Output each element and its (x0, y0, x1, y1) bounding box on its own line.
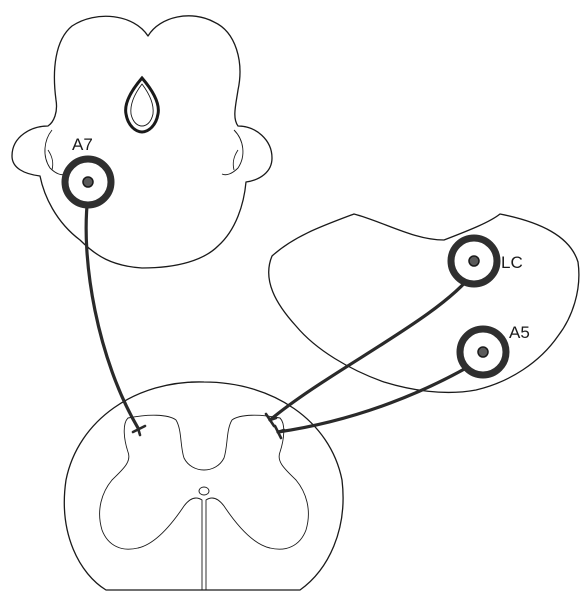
brainstem-outline (269, 214, 579, 392)
spinal-cord-outline (64, 382, 343, 590)
a5-core (478, 347, 488, 357)
lc-core (469, 256, 479, 266)
a7-core (83, 177, 93, 187)
central-canal (199, 487, 209, 495)
spinal-cord-section (64, 382, 343, 590)
pons-section (12, 16, 272, 268)
a5-label: A5 (509, 323, 530, 342)
pons-outline (12, 16, 272, 268)
a7-label: A7 (72, 135, 93, 154)
brainstem-section (269, 214, 579, 392)
lc-label: LC (501, 253, 523, 272)
